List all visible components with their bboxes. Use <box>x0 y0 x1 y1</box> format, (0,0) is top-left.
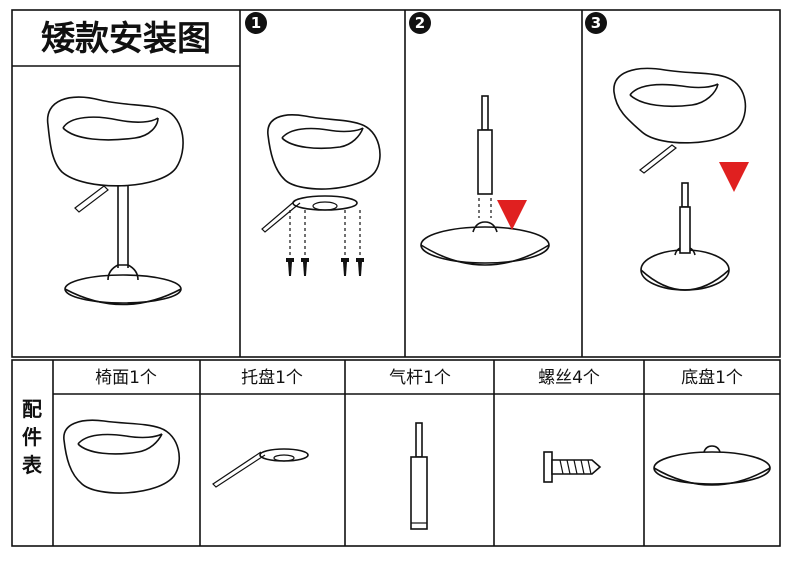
step-badge-1: 1 <box>245 12 267 34</box>
parts-label-char: 配 <box>22 397 42 421</box>
tray-lever-icon <box>212 448 309 488</box>
part-label-tray: 托盘1个 <box>241 368 303 388</box>
page-title: 矮款安装图 <box>41 19 211 59</box>
step1-seat-tray-screws-illustration <box>261 114 381 276</box>
gas-lift-icon <box>410 422 428 530</box>
assembled-stool-illustration <box>46 96 184 306</box>
parts-label-char: 表 <box>22 453 43 477</box>
seat-icon <box>63 419 181 494</box>
part-label-gas-lift: 气杆1个 <box>389 368 451 388</box>
part-label-base: 底盘1个 <box>681 368 743 388</box>
part-label-screws: 螺丝4个 <box>538 368 600 388</box>
base-plate-icon <box>653 445 771 486</box>
step-badge-3: 3 <box>585 12 607 34</box>
step2-gaslift-base-illustration <box>420 95 550 266</box>
step-badge-2: 2 <box>409 12 431 34</box>
screw-icon <box>543 451 602 483</box>
parts-label-char: 件 <box>22 425 42 449</box>
step-number: 1 <box>251 14 261 32</box>
part-label-seat: 椅面1个 <box>95 368 157 388</box>
grid-lines <box>11 9 781 547</box>
step-number: 2 <box>415 14 425 32</box>
step3-seat-onto-gaslift-illustration <box>613 67 749 291</box>
step-number: 3 <box>591 14 601 32</box>
